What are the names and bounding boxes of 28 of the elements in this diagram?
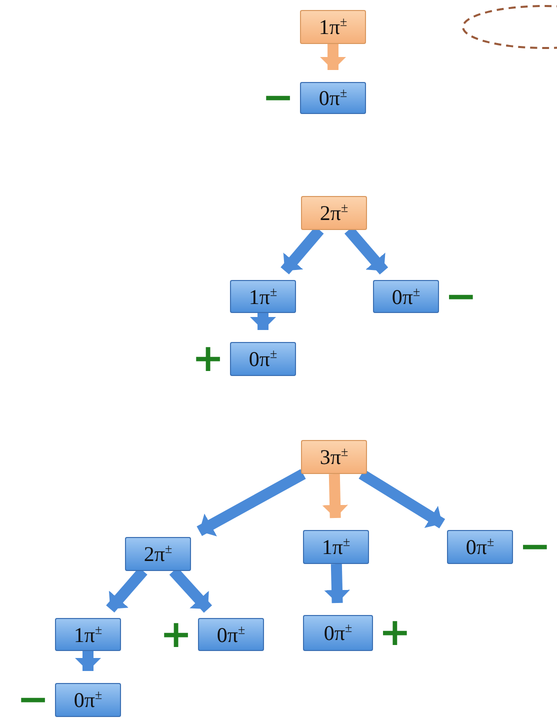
result-box: 0π$^{±}$: [230, 342, 296, 376]
sign-symbol: +: [379, 617, 411, 647]
result-box: 1π$^{±}$: [55, 618, 121, 651]
source-box: 1π$^{±}$: [300, 10, 366, 44]
block-arrow: [322, 474, 348, 518]
sign-symbol: −: [17, 684, 49, 714]
block-arrow: [196, 469, 306, 536]
block-arrow: [75, 651, 101, 671]
result-box: 0π$^{±}$: [303, 615, 373, 651]
block-arrow: [320, 44, 346, 70]
result-box: 0π$^{±}$: [198, 618, 264, 651]
result-box: 0π$^{±}$: [300, 82, 366, 114]
source-box: 3π$^{±}$: [301, 440, 367, 474]
sign-symbol: −: [445, 280, 477, 310]
block-arrow: [324, 564, 350, 604]
sign-symbol: +: [160, 618, 192, 648]
block-arrow: [358, 469, 446, 528]
block-arrow: [250, 313, 276, 330]
sign-symbol: +: [192, 343, 224, 373]
result-box: 1π$^{±}$: [303, 530, 369, 564]
result-box: 2π$^{±}$: [125, 537, 191, 571]
result-box: 1π$^{±}$: [230, 280, 296, 313]
source-box: 2π$^{±}$: [301, 196, 367, 230]
result-box: 0π$^{±}$: [447, 530, 513, 564]
sign-symbol: −: [519, 531, 551, 561]
sign-symbol: −: [262, 82, 294, 112]
result-box: 0π$^{±}$: [55, 683, 121, 717]
result-box: 0π$^{±}$: [373, 280, 439, 313]
